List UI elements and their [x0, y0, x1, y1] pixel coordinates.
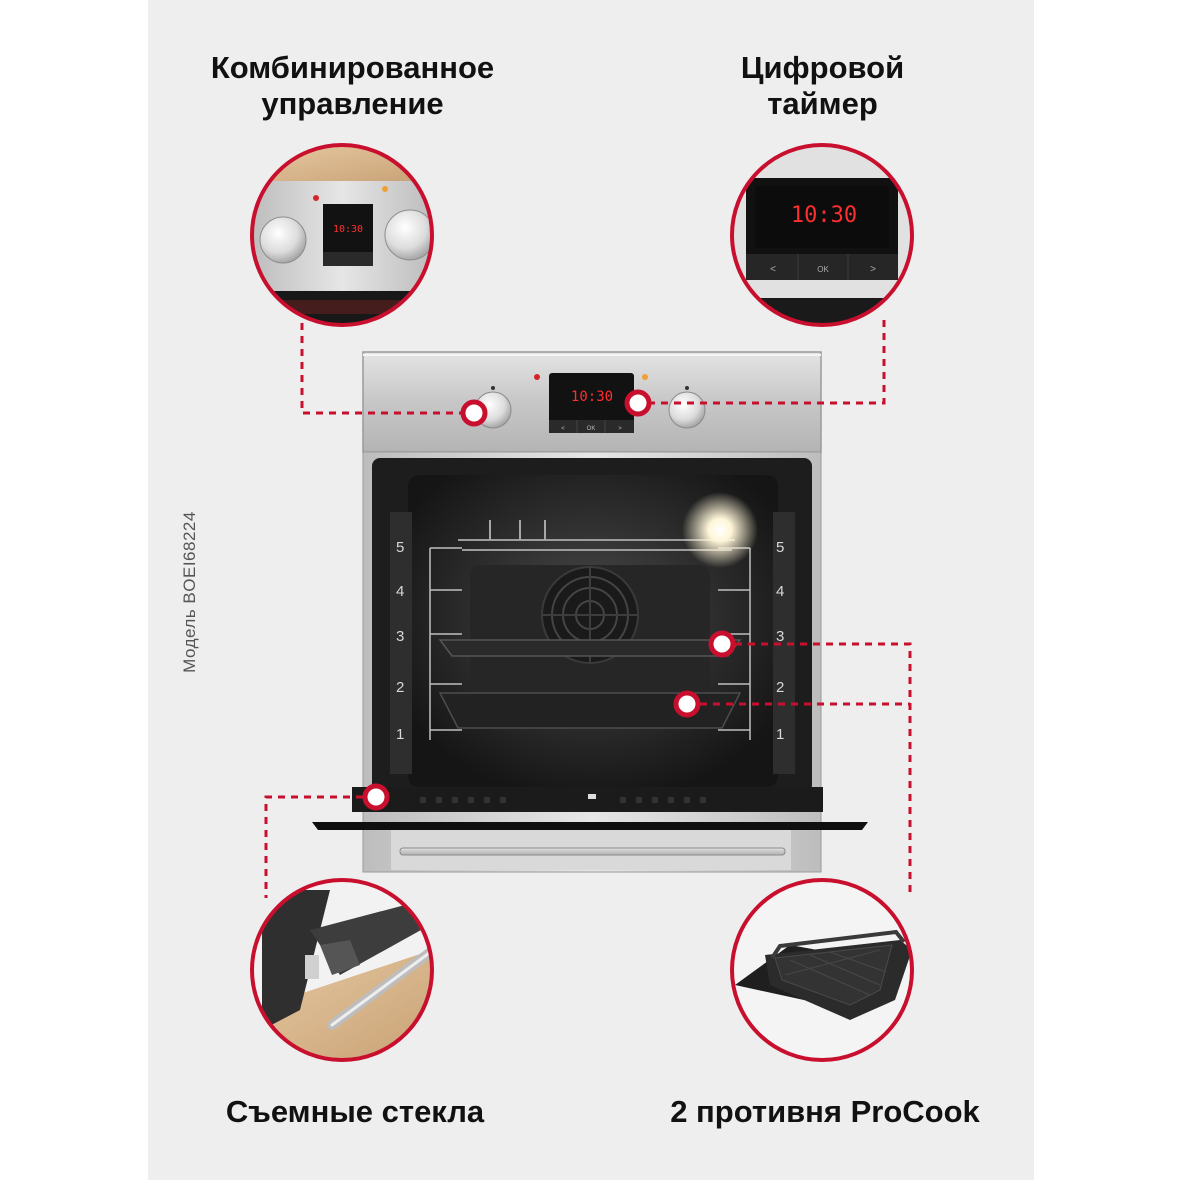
svg-text:1: 1 [396, 726, 404, 743]
svg-text:4: 4 [776, 583, 784, 600]
shelf-numbers-right: 5 4 3 2 1 [776, 539, 784, 743]
shelf-numbers-left: 5 4 3 2 1 [396, 539, 404, 743]
oven-display-time: 10:30 [571, 389, 613, 405]
door-handle [399, 847, 786, 856]
svg-text:<: < [770, 264, 776, 275]
display-next: > [618, 426, 622, 432]
callout-lines [264, 320, 912, 898]
model-label: Модель BOEI68224 [180, 511, 199, 673]
svg-text:OK: OK [817, 265, 829, 274]
svg-text:2: 2 [776, 679, 784, 696]
svg-text:1: 1 [776, 726, 784, 743]
svg-text:5: 5 [396, 539, 404, 556]
knob-icon [259, 216, 307, 264]
svg-text:3: 3 [396, 628, 404, 645]
zoom-trays [730, 878, 914, 1062]
callout-dots [362, 389, 736, 811]
callout-dot-icon [624, 389, 652, 417]
headline-combined-control: Комбинированное управление [180, 50, 525, 121]
svg-text:3: 3 [776, 628, 784, 645]
display-ok: OK [587, 426, 596, 432]
callout-dot-icon [460, 399, 488, 427]
svg-text:4: 4 [396, 583, 404, 600]
svg-text:>: > [870, 264, 876, 275]
knob-icon [384, 209, 432, 261]
tray-upper [438, 639, 742, 657]
right-knob-icon [668, 391, 706, 429]
oven-door [352, 787, 823, 812]
zoom-door-glass [250, 878, 434, 1062]
svg-text:5: 5 [776, 539, 784, 556]
oven: 10:30 < OK > 5 4 3 2 1 5 4 3 2 1 [312, 351, 868, 873]
headline-combined-text: Комбинированное управление [210, 50, 495, 121]
zoom-timer: 10:30 < OK > [730, 143, 914, 327]
callout-dot-icon [673, 690, 701, 718]
tray-lower [438, 692, 742, 729]
callout-dot-icon [362, 783, 390, 811]
oven-display [549, 373, 634, 433]
door-glass [312, 822, 868, 830]
svg-text:10:30: 10:30 [791, 203, 857, 228]
svg-text:10:30: 10:30 [333, 224, 363, 235]
oven-lamp [682, 492, 758, 568]
callout-dot-icon [708, 630, 736, 658]
headline-digital-timer: Цифровой таймер [700, 50, 945, 121]
headline-removable-glass: Съемные стекла [225, 1094, 485, 1129]
svg-text:2: 2 [396, 679, 404, 696]
headline-trays: 2 противня ProCook [670, 1094, 980, 1129]
zoom-control-panel: 10:30 [250, 143, 434, 327]
headline-timer-text: Цифровой таймер [740, 50, 905, 121]
display-prev: < [561, 426, 565, 432]
